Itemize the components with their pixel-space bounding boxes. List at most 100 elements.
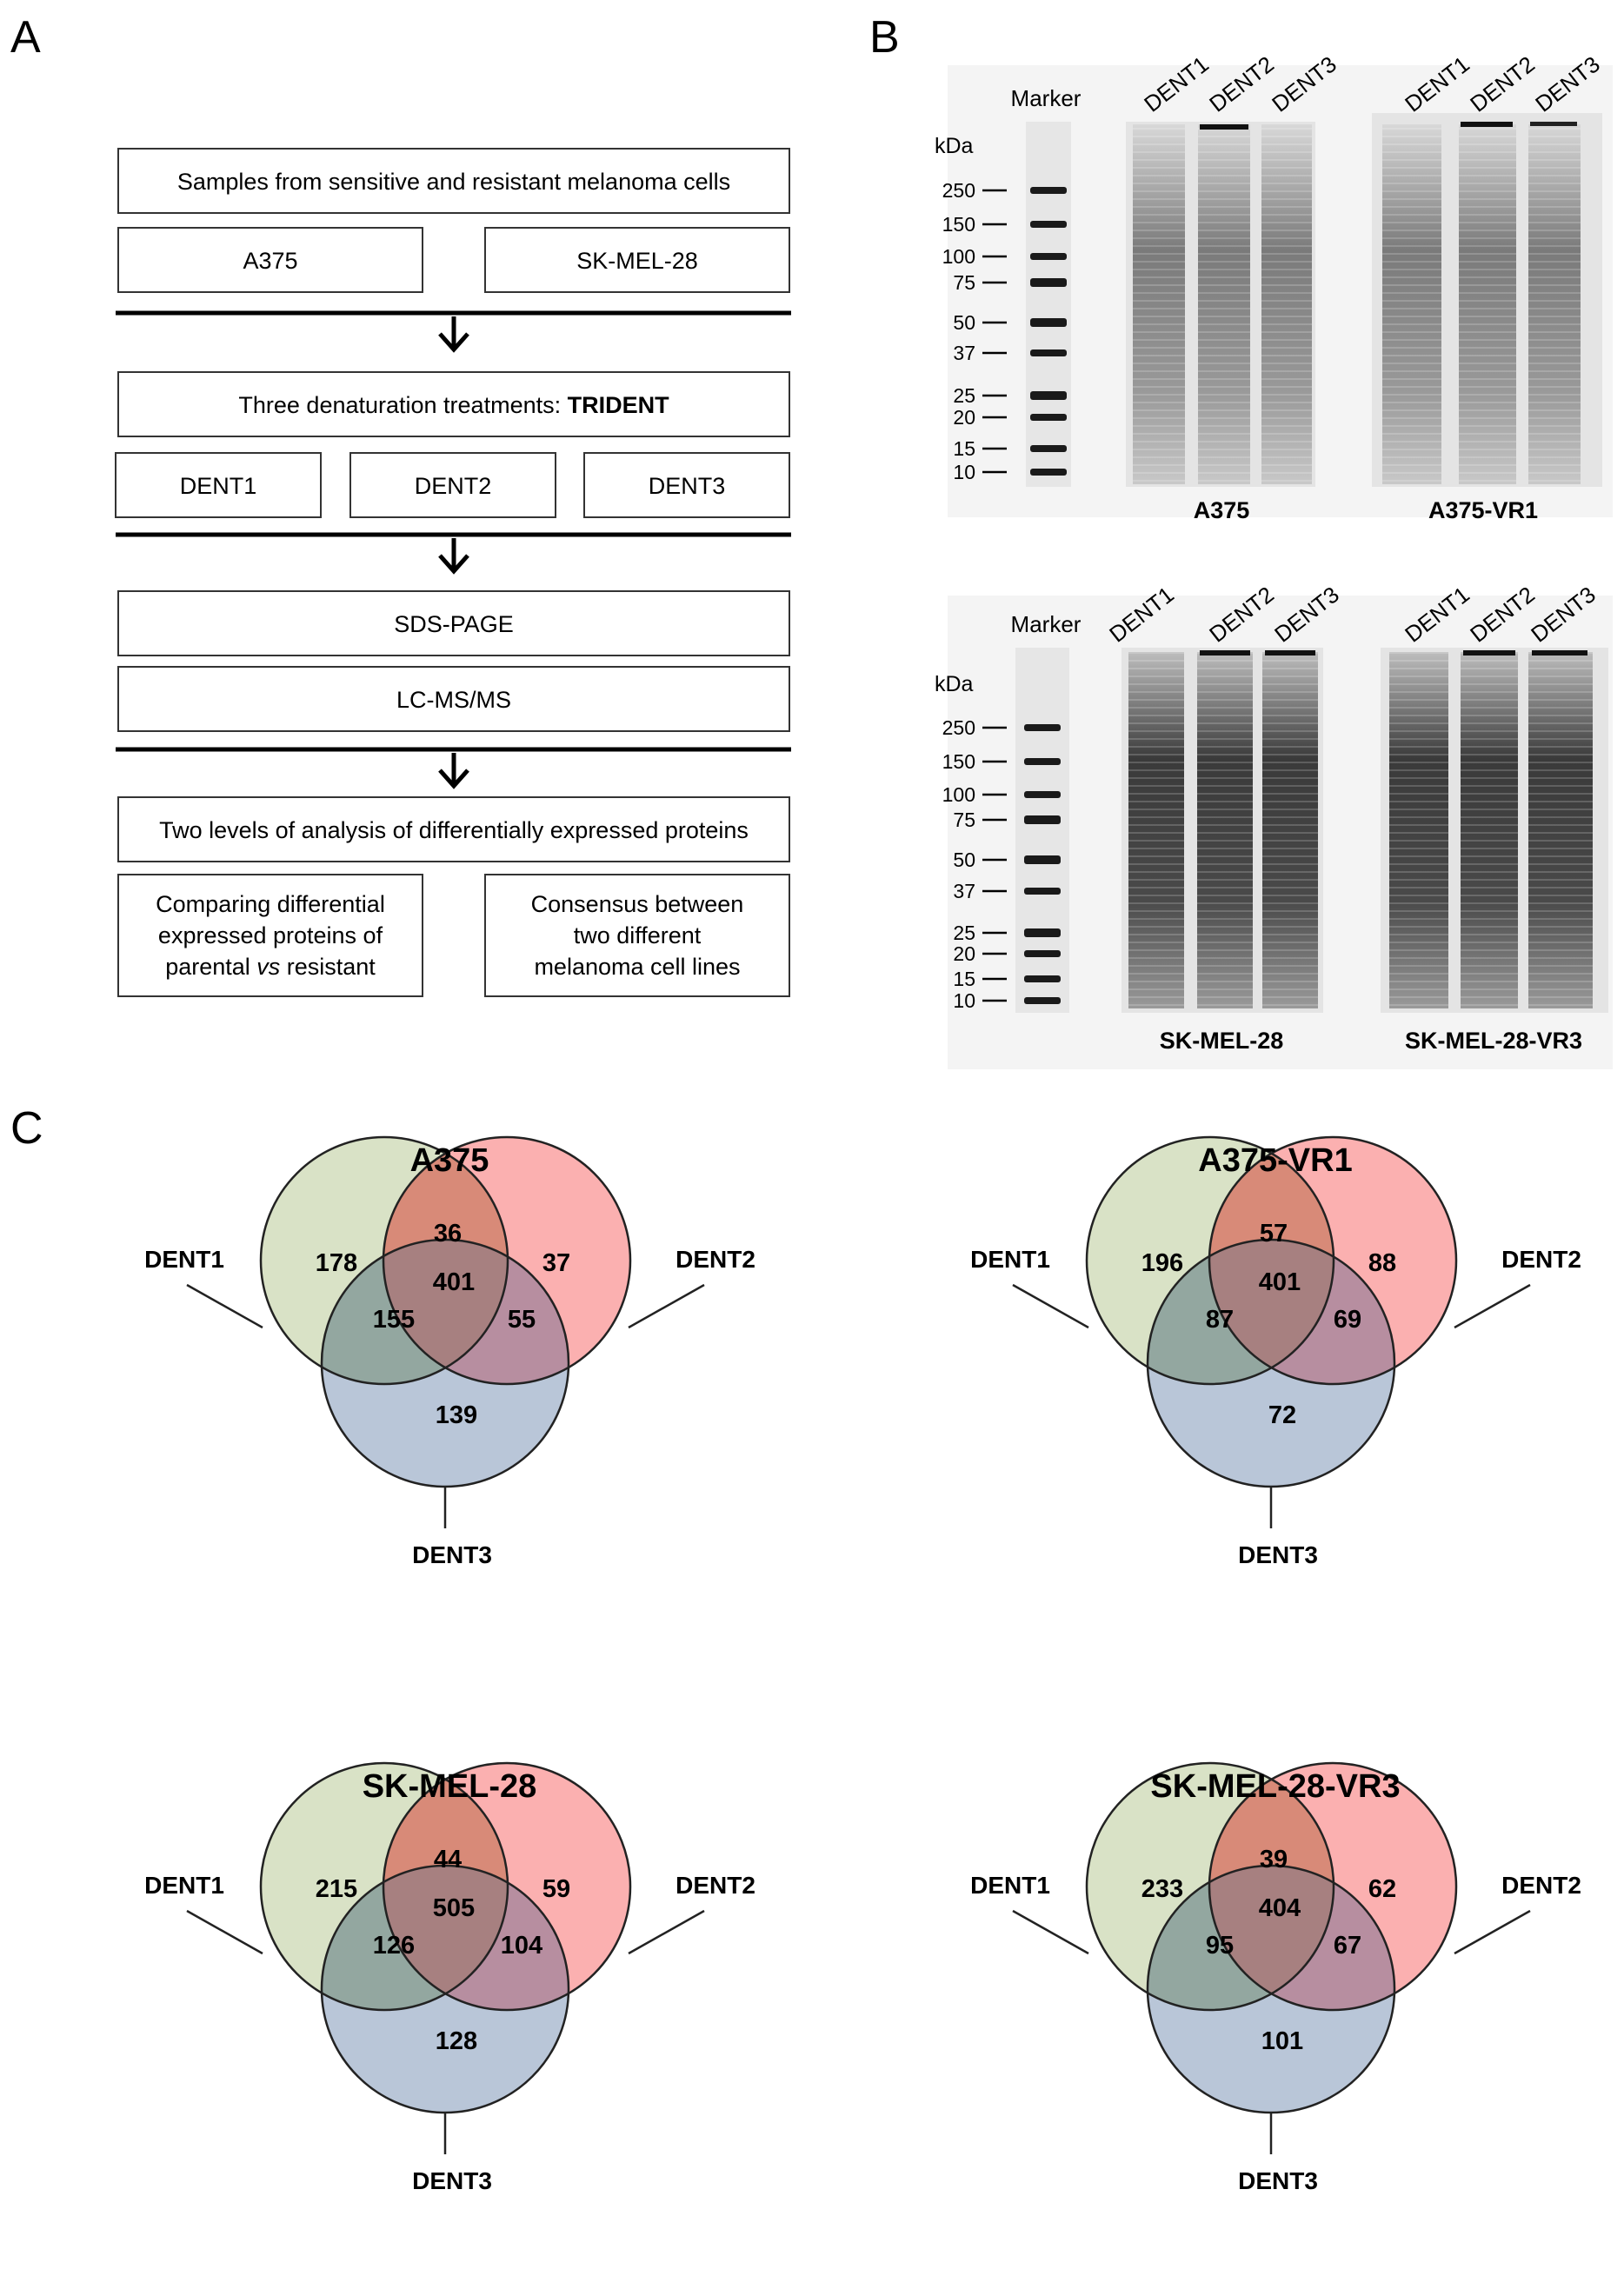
set-label-dent3: DENT3 xyxy=(1238,1541,1318,1568)
down-arrow-icon xyxy=(438,538,469,575)
down-arrow-icon xyxy=(438,753,469,789)
venn-count-only-dent2: 62 xyxy=(1368,1875,1396,1903)
panel-b: B Marker kDa 250 150 100 75 50 37 25 20 … xyxy=(869,12,1613,1069)
leader-line xyxy=(186,1283,263,1329)
set-label-dent3: DENT3 xyxy=(1238,2167,1318,2194)
venn-count-dent1-dent2: 36 xyxy=(434,1220,462,1248)
sds-page-text: SDS-PAGE xyxy=(394,611,514,637)
consensus-line-1: Consensus between xyxy=(531,891,744,917)
venn-count-only-dent2: 59 xyxy=(542,1875,570,1903)
venn-count-only-dent2: 88 xyxy=(1368,1249,1396,1277)
venn-count-only-dent3: 72 xyxy=(1268,1401,1296,1429)
analysis-text: Two levels of analysis of differentially… xyxy=(159,817,749,843)
set-label-dent1: DENT1 xyxy=(970,1246,1050,1273)
dent2-box xyxy=(349,452,556,518)
gel-skmel28-vr3 xyxy=(1381,648,1608,1013)
venn-outline xyxy=(382,1761,632,2012)
lcms-box xyxy=(117,666,790,732)
set-label-dent2: DENT2 xyxy=(1501,1872,1581,1899)
panel-b-label: B xyxy=(869,12,900,63)
lcms-text: LC-MS/MS xyxy=(396,687,511,713)
analysis-box xyxy=(117,796,790,862)
marker-tick-label: 15 xyxy=(953,437,975,460)
venn-count-only-dent1: 215 xyxy=(316,1875,357,1903)
venn-count-only-dent2: 37 xyxy=(542,1249,570,1277)
set-label-dent1: DENT1 xyxy=(970,1872,1050,1899)
marker-tick-label: 250 xyxy=(942,179,975,202)
marker-tick-label: 75 xyxy=(953,809,975,831)
comparing-line-3: parental vs resistant xyxy=(165,954,376,980)
set-label-dent1: DENT1 xyxy=(144,1246,224,1273)
leader-line xyxy=(1454,1909,1531,1955)
marker-tick-label: 50 xyxy=(953,311,975,334)
marker-ticks: 250 150 100 75 50 37 25 20 15 10 xyxy=(942,179,1007,483)
marker-tick-label: 25 xyxy=(953,384,975,407)
kda-label: kDa xyxy=(935,672,974,696)
venn-count-dent2-dent3: 69 xyxy=(1334,1306,1361,1334)
gel-a375 xyxy=(1126,122,1315,487)
marker-tick-label: 20 xyxy=(953,942,975,965)
venn-title: SK-MEL-28-VR3 xyxy=(1150,1768,1400,1805)
comparing-line-1: Comparing differential xyxy=(156,891,385,917)
dent3-box xyxy=(583,452,790,518)
venn-title: SK-MEL-28 xyxy=(363,1768,537,1805)
panel-c-label: C xyxy=(10,1103,43,1154)
panel-a: A Samples from sensitive and resistant m… xyxy=(10,12,791,997)
gel-name-a375: A375 xyxy=(1194,497,1250,523)
leader-line xyxy=(628,1909,705,1955)
venn-count-dent2-dent3: 67 xyxy=(1334,1932,1361,1960)
marker-tick-label: 150 xyxy=(942,750,975,773)
venn-count-only-dent3: 139 xyxy=(436,1401,477,1429)
marker-tick-label: 20 xyxy=(953,406,975,429)
venn-title: A375-VR1 xyxy=(1198,1142,1352,1179)
leader-line xyxy=(1012,1909,1089,1955)
gel-block-top: Marker kDa 250 150 100 75 50 37 25 20 15… xyxy=(935,51,1613,523)
marker-lane xyxy=(1026,122,1071,487)
treatments-prefix: Three denaturation treatments: xyxy=(238,392,567,418)
marker-tick-label: 75 xyxy=(953,271,975,294)
down-arrow-icon xyxy=(438,316,469,353)
samples-box xyxy=(117,148,790,214)
venn-count-dent1-dent3: 87 xyxy=(1206,1306,1234,1334)
treatments-box xyxy=(117,371,790,437)
dent1-box xyxy=(115,452,322,518)
venn-count-dent2-dent3: 55 xyxy=(508,1306,536,1334)
marker-tick-label: 10 xyxy=(953,989,975,1012)
venn-count-dent1-dent2: 39 xyxy=(1260,1846,1288,1873)
leader-line xyxy=(628,1283,705,1329)
leader-line xyxy=(186,1909,263,1955)
marker-lane xyxy=(1015,648,1069,1013)
treatments-bold: TRIDENT xyxy=(568,392,669,418)
marker-tick-label: 100 xyxy=(942,783,975,806)
venn-count-all: 401 xyxy=(433,1268,475,1296)
cell-line-box-a375 xyxy=(117,227,423,293)
venn-count-dent1-dent2: 57 xyxy=(1260,1220,1288,1248)
venn-count-only-dent1: 178 xyxy=(316,1249,357,1277)
set-label-dent1: DENT1 xyxy=(144,1872,224,1899)
leader-line xyxy=(1012,1283,1089,1329)
venn-count-only-dent3: 101 xyxy=(1261,2027,1303,2055)
venn-count-all: 505 xyxy=(433,1894,475,1922)
cell-line-a375-text: A375 xyxy=(243,248,297,274)
set-label-dent2: DENT2 xyxy=(676,1872,755,1899)
dent1-box-text: DENT1 xyxy=(180,473,257,499)
comparing-box xyxy=(117,874,423,997)
venn-count-only-dent3: 128 xyxy=(436,2027,477,2055)
set-label-dent2: DENT2 xyxy=(1501,1246,1581,1273)
set-label-dent2: DENT2 xyxy=(676,1246,755,1273)
comparing-line-3-pre: parental xyxy=(165,954,256,980)
consensus-line-2: two different xyxy=(574,922,702,948)
venn-count-only-dent1: 196 xyxy=(1141,1249,1183,1277)
marker-tick-label: 100 xyxy=(942,245,975,268)
gel-a375-vr1 xyxy=(1372,113,1602,487)
venn-title: A375 xyxy=(410,1142,489,1179)
treatments-text: Three denaturation treatments: TRIDENT xyxy=(238,392,669,418)
venn-outline xyxy=(1085,1135,1335,1386)
gel-skmel28 xyxy=(1121,648,1323,1013)
marker-label: Marker xyxy=(1011,611,1082,637)
